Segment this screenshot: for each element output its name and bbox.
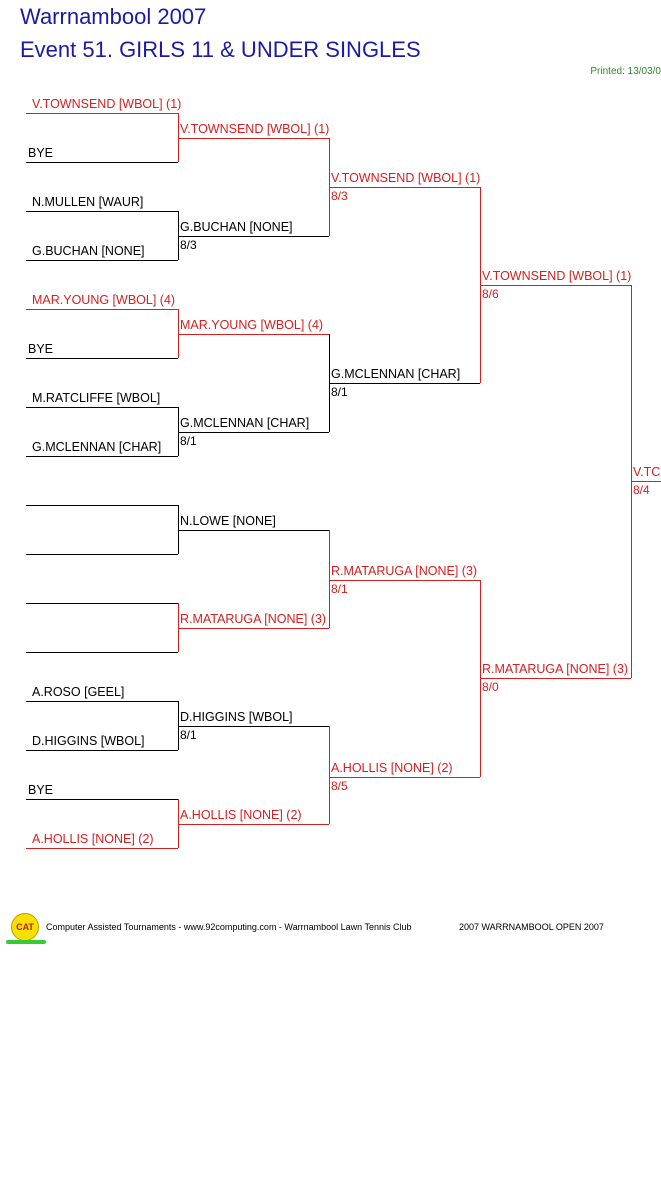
round4-line <box>480 285 631 286</box>
round1-line <box>26 358 178 359</box>
round1-line <box>26 554 178 555</box>
round1-player: V.TOWNSEND [WBOL] (1) <box>32 97 182 111</box>
round3-score: 8/3 <box>331 189 348 203</box>
round1-player: N.MULLEN [WAUR] <box>32 195 144 209</box>
round1-line <box>26 456 178 457</box>
round1-player: G.MCLENNAN [CHAR] <box>32 440 162 454</box>
round2-player: N.LOWE [NONE] <box>180 514 276 528</box>
round1-line <box>26 309 178 310</box>
round1-line <box>26 652 178 653</box>
round1-player: A.ROSO [GEEL] <box>32 685 125 699</box>
round2-connector <box>178 211 179 260</box>
round3-player: A.HOLLIS [NONE] (2) <box>331 761 453 775</box>
round1-line <box>26 211 178 212</box>
printed-date: Printed: 13/03/0 <box>590 66 661 77</box>
round3-player: V.TOWNSEND [WBOL] (1) <box>331 171 481 185</box>
event-title: Event 51. GIRLS 11 & UNDER SINGLES <box>20 37 421 62</box>
logo-underline <box>6 940 46 944</box>
round2-line <box>178 628 329 629</box>
round3-score: 8/5 <box>331 779 348 793</box>
round4-player: R.MATARUGA [NONE] (3) <box>482 662 629 676</box>
round3-line <box>329 187 480 188</box>
round1-player: A.HOLLIS [NONE] (2) <box>32 832 154 846</box>
round2-connector <box>178 113 179 162</box>
round2-player: R.MATARUGA [NONE] (3) <box>180 612 327 626</box>
round4-score: 8/6 <box>482 287 499 301</box>
round1-line <box>26 113 178 114</box>
round2-connector <box>178 309 179 358</box>
round2-connector <box>178 603 179 652</box>
round2-score: 8/1 <box>180 728 197 742</box>
round2-player: A.HOLLIS [NONE] (2) <box>180 808 302 822</box>
final-score: 8/4 <box>633 483 650 497</box>
round3-connector <box>329 726 330 824</box>
final-winner: V.TC <box>633 465 661 479</box>
round1-player: BYE <box>28 342 54 356</box>
round2-player: D.HIGGINS [WBOL] <box>180 710 293 724</box>
round2-line <box>178 334 329 335</box>
round4-score: 8/0 <box>482 680 499 694</box>
round2-line <box>178 824 329 825</box>
round3-player: G.MCLENNAN [CHAR] <box>331 367 461 381</box>
round1-player: D.HIGGINS [WBOL] <box>32 734 145 748</box>
round4-player: V.TOWNSEND [WBOL] (1) <box>482 269 632 283</box>
round2-line <box>178 530 329 531</box>
round2-player: G.BUCHAN [NONE] <box>180 220 293 234</box>
round2-line <box>178 726 329 727</box>
round3-line <box>329 383 480 384</box>
final-line <box>631 481 661 482</box>
round2-connector <box>178 701 179 750</box>
round1-line <box>26 505 178 506</box>
round2-connector <box>178 799 179 848</box>
round2-score: 8/3 <box>180 238 197 252</box>
round2-connector <box>178 407 179 456</box>
round1-line <box>26 407 178 408</box>
round1-player: MAR.YOUNG [WBOL] (4) <box>32 293 176 307</box>
round3-connector <box>329 530 330 628</box>
round1-player: G.BUCHAN [NONE] <box>32 244 145 258</box>
round3-score: 8/1 <box>331 582 348 596</box>
round1-line <box>26 603 178 604</box>
round1-line <box>26 162 178 163</box>
round2-line <box>178 236 329 237</box>
cat-logo-icon: CAT <box>11 913 39 941</box>
round2-player: G.MCLENNAN [CHAR] <box>180 416 310 430</box>
round3-player: R.MATARUGA [NONE] (3) <box>331 564 478 578</box>
round4-line <box>480 678 631 679</box>
round1-line <box>26 848 178 849</box>
round1-line <box>26 799 178 800</box>
round2-score: 8/1 <box>180 434 197 448</box>
round1-player: BYE <box>28 146 54 160</box>
round1-line <box>26 750 178 751</box>
footer-credit: Computer Assisted Tournaments - www.92co… <box>46 922 412 932</box>
tournament-title: Warrnambool 2007 <box>20 4 207 29</box>
round1-line <box>26 701 178 702</box>
round3-line <box>329 580 480 581</box>
round2-line <box>178 138 329 139</box>
footer-tournament: 2007 WARRNAMBOOL OPEN 2007 <box>459 922 604 932</box>
round1-player: BYE <box>28 783 54 797</box>
round2-line <box>178 432 329 433</box>
round2-connector <box>178 505 179 554</box>
round2-player: V.TOWNSEND [WBOL] (1) <box>180 122 330 136</box>
round2-player: MAR.YOUNG [WBOL] (4) <box>180 318 324 332</box>
round1-player: M.RATCLIFFE [WBOL] <box>32 391 161 405</box>
round3-line <box>329 777 480 778</box>
round3-score: 8/1 <box>331 385 348 399</box>
round1-line <box>26 260 178 261</box>
